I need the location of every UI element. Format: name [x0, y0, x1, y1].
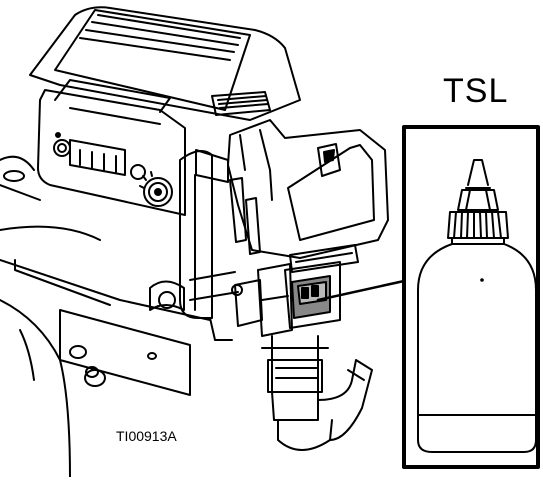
- graco-logo-icon: [317, 143, 341, 177]
- figure-id-label: TI00913A: [116, 428, 177, 444]
- tsl-label: TSL: [443, 72, 509, 110]
- paint-sprayer-icon: [0, 6, 389, 478]
- callout-leader-line: [316, 279, 406, 302]
- tsl-callout-box: [316, 125, 540, 469]
- tsl-bottle-icon: [417, 159, 537, 453]
